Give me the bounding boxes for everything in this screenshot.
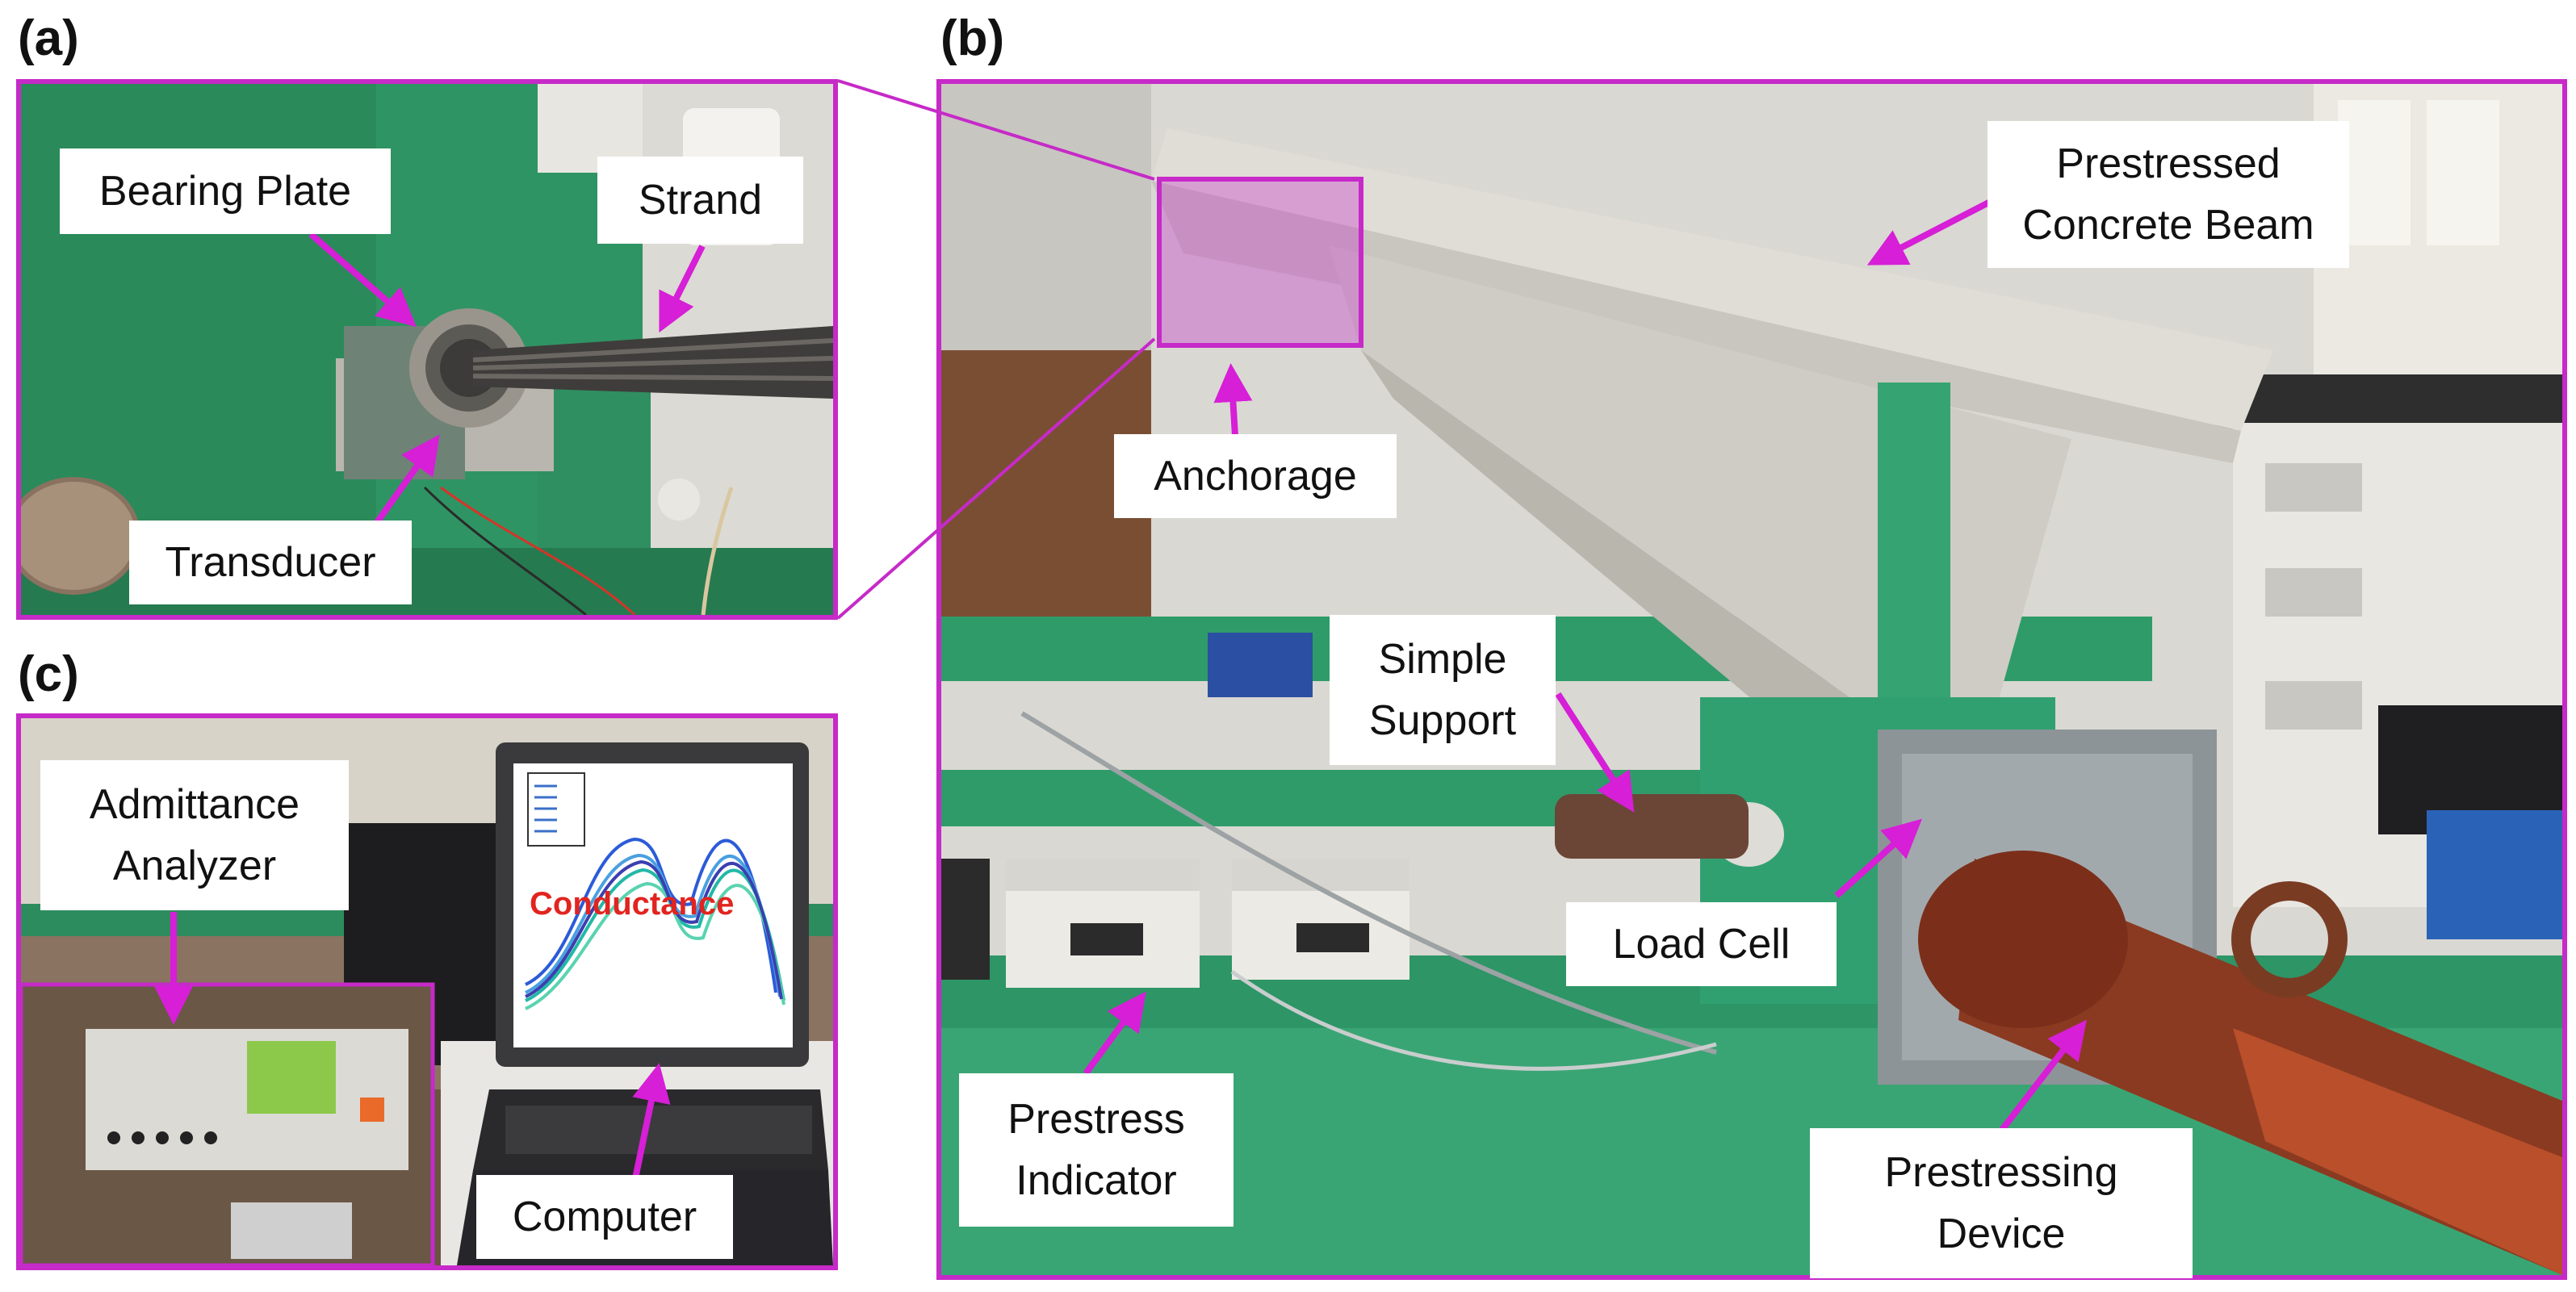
callout-strand: Strand	[597, 157, 803, 244]
arrow-transducer	[372, 434, 440, 527]
callout-transducer: Transducer	[129, 521, 412, 604]
callout-prestressing-device-line1: Prestressing	[1884, 1149, 2118, 1196]
callout-prestressed-concrete-beam-line2: Concrete Beam	[2022, 202, 2314, 249]
callout-prestress-indicator-line1: Prestress	[1007, 1096, 1185, 1143]
panel-label-a: (a)	[18, 10, 79, 66]
arrow-prestressing-device	[1999, 1019, 2087, 1132]
arrow-anchorage	[1213, 363, 1253, 437]
arrow-load-cell	[1834, 818, 1922, 898]
callout-simple-support-line2: Support	[1368, 697, 1517, 744]
arrow-simple-support	[1555, 692, 1635, 813]
callout-prestress-indicator-line2: Indicator	[1016, 1157, 1177, 1204]
beam-setup-illustration	[941, 84, 2562, 1275]
callout-prestressed-concrete-beam: Prestressed Concrete Beam	[1987, 121, 2349, 268]
callout-admittance-analyzer-line1: Admittance	[89, 781, 300, 828]
callout-simple-support: Simple Support	[1330, 615, 1556, 765]
callout-admittance-analyzer-line2: Analyzer	[112, 843, 277, 889]
panel-b-photo	[936, 79, 2567, 1280]
conductance-plot-title: Conductance	[530, 886, 735, 922]
callout-prestressing-device-line2: Device	[1937, 1210, 2066, 1257]
arrow-strand	[659, 245, 706, 333]
callout-prestressing-device: Prestressing Device	[1810, 1128, 2193, 1278]
arrow-bearing-plate	[308, 231, 417, 328]
panel-label-b: (b)	[940, 10, 1005, 66]
callout-simple-support-line1: Simple	[1378, 636, 1507, 683]
panel-label-c: (c)	[18, 646, 79, 702]
callout-admittance-analyzer: Admittance Analyzer	[40, 760, 349, 910]
callout-anchorage: Anchorage	[1114, 434, 1397, 518]
callout-computer: Computer	[476, 1175, 733, 1259]
callout-prestressed-concrete-beam-line1: Prestressed	[2056, 140, 2281, 187]
arrow-prestressed-beam	[1866, 194, 2000, 266]
callout-bearing-plate: Bearing Plate	[60, 148, 391, 234]
callout-prestress-indicator: Prestress Indicator	[959, 1073, 1234, 1227]
callout-load-cell: Load Cell	[1566, 902, 1837, 986]
arrow-prestress-indicator	[1083, 991, 1146, 1076]
arrow-computer	[630, 1063, 671, 1187]
